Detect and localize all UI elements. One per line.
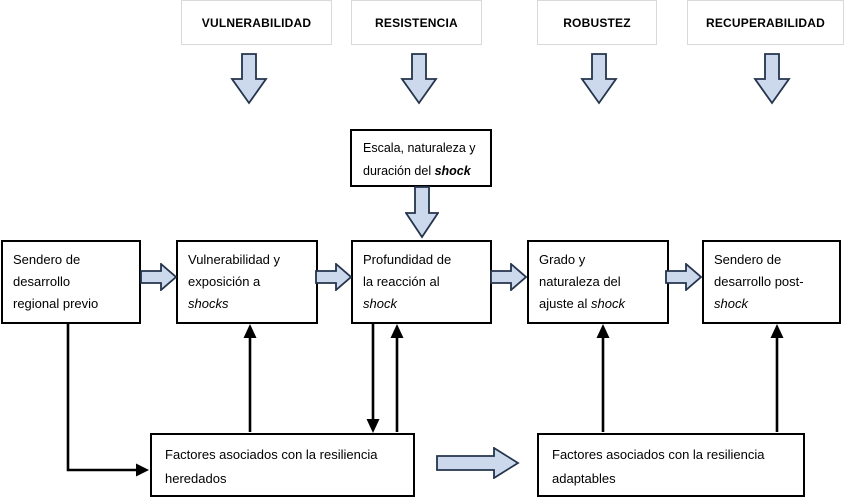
inherited-factors-line1: Factores asociados con la resiliencia (165, 447, 378, 462)
previous-path-line3: regional previo (13, 296, 99, 311)
arrow-reaction-to-inherited-arrowhead-icon (366, 419, 380, 433)
reaction-depth-line1: Profundidad de (363, 252, 452, 267)
shock-box-line1: Escala, naturaleza y (363, 141, 476, 155)
concept-label-vulnerability: VULNERABILIDAD (201, 15, 312, 30)
vulnerability-line3: shocks (188, 296, 229, 311)
reaction-depth-line3: shock (363, 296, 397, 311)
arrow-adaptive-to-postshock-arrowhead-icon (770, 324, 784, 338)
down-arrow-recoverability-icon (753, 53, 791, 105)
concept-label-resistance: RESISTENCIA (375, 15, 458, 30)
concept-label-recoverability: RECUPERABILIDAD (705, 15, 825, 30)
box-reaction-depth: Profundidad de la reacción al shock (351, 240, 492, 324)
flow-arrow-adjustment-to-postshock-icon (665, 263, 702, 291)
shock-characteristics-box: Escala, naturaleza y duración del shock (350, 129, 492, 187)
previous-path-line2: desarrollo (13, 274, 71, 289)
box-post-shock-path: Sendero de desarrollo post- shock (702, 240, 841, 324)
box-inherited-resilience-factors: Factores asociados con la resiliencia he… (150, 433, 415, 497)
concept-box-vulnerability: VULNERABILIDAD (181, 0, 332, 45)
down-arrow-shock-icon (405, 186, 439, 239)
flow-arrow-previous-to-vulnerability-icon (140, 263, 177, 291)
shock-box-line2: duración del shock (363, 160, 479, 183)
adjustment-line3-emphasis: shock (591, 296, 626, 311)
adjustment-line2: naturaleza del (539, 274, 621, 289)
flow-arrow-vulnerability-to-reaction-icon (315, 263, 352, 291)
vulnerability-line1: Vulnerabilidad y (188, 252, 281, 267)
adaptive-factors-line1: Factores asociados con la resiliencia (552, 447, 765, 462)
shock-box-line2-emphasis: shock (434, 164, 471, 178)
down-arrow-resistance-icon (400, 53, 438, 105)
adaptive-factors-line2: adaptables (552, 471, 616, 486)
adjustment-line1: Grado y (539, 252, 586, 267)
post-shock-line2: desarrollo post- (714, 274, 804, 289)
concept-box-robustness: ROBUSTEZ (537, 0, 657, 45)
down-arrow-vulnerability-icon (230, 53, 268, 105)
box-adaptive-resilience-factors: Factores asociados con la resiliencia ad… (537, 433, 805, 497)
shock-box-line2-text: duración del (363, 164, 435, 178)
adjustment-line3-text: ajuste al (539, 296, 592, 311)
reaction-depth-line2: la reacción al (363, 274, 440, 289)
arrow-adaptive-to-adjustment-arrowhead-icon (596, 324, 610, 338)
concept-box-recoverability: RECUPERABILIDAD (687, 0, 844, 45)
inherited-factors-line2: heredados (165, 471, 227, 486)
concept-box-resistance: RESISTENCIA (351, 0, 482, 45)
post-shock-line3: shock (714, 296, 748, 311)
post-shock-line1: Sendero de (714, 252, 782, 267)
box-adjustment-degree: Grado y naturaleza del ajuste al shock (527, 240, 669, 324)
arrow-inherited-to-vulnerability-arrowhead-icon (243, 324, 257, 338)
concept-label-robustness: ROBUSTEZ (563, 15, 631, 30)
arrow-inherited-to-reaction-arrowhead-icon (390, 324, 404, 338)
flow-arrow-reaction-to-adjustment-icon (490, 263, 527, 291)
vulnerability-line2: exposición a (188, 274, 261, 289)
previous-path-line1: Sendero de (13, 252, 81, 267)
down-arrow-robustness-icon (580, 53, 618, 105)
adjustment-line3: ajuste al shock (539, 293, 657, 315)
connector-previous-to-inherited-arrowhead-icon (136, 463, 149, 477)
box-previous-development-path: Sendero de desarrollo regional previo (1, 240, 141, 324)
connector-previous-to-inherited-line (66, 323, 137, 472)
flow-arrow-inherited-to-adaptive-icon (436, 447, 520, 479)
